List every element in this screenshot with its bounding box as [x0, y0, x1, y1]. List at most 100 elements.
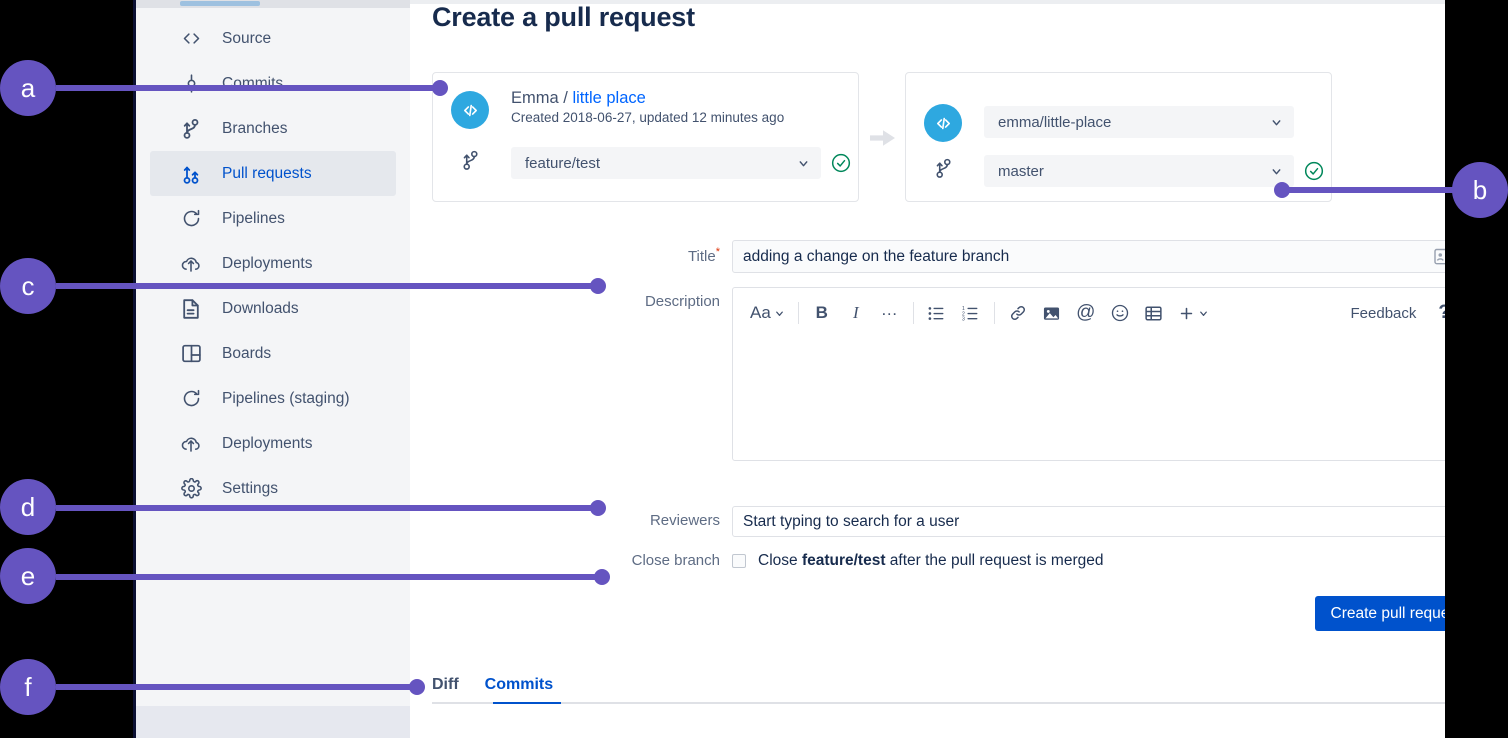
bold-button[interactable]: B: [809, 299, 835, 327]
annotation-letter-a: a: [20, 72, 36, 103]
annotation-knob-e: [594, 569, 610, 585]
source-separator: /: [563, 89, 568, 107]
sidebar-item-branches[interactable]: Branches: [150, 106, 396, 151]
italic-label: I: [852, 303, 859, 322]
insert-more-button[interactable]: [1175, 299, 1212, 327]
downloads-icon: [180, 298, 202, 320]
bulleted-list-icon[interactable]: [924, 299, 950, 327]
annotation-knob-f: [409, 679, 425, 695]
sidebar-bottom-fill: [136, 706, 410, 738]
close-branch-checkbox[interactable]: [732, 554, 746, 568]
destination-branch-glyph-icon: [931, 155, 955, 181]
image-icon[interactable]: [1039, 299, 1065, 327]
emoji-icon[interactable]: [1107, 299, 1133, 327]
destination-repo-select[interactable]: emma/little-place: [984, 106, 1294, 138]
annotation-line-d: [56, 505, 602, 511]
branch-selection-area: Emma / little place Created 2018-06-27, …: [432, 72, 1357, 202]
svg-text:3: 3: [962, 316, 965, 321]
source-repo-avatar-icon: [451, 91, 489, 129]
pipelines-icon: [180, 388, 202, 410]
bottom-tabs: Diff Commits: [432, 670, 1445, 704]
main-content: Create a pull request Emma / little plac…: [410, 0, 1445, 738]
mention-icon[interactable]: @: [1076, 302, 1096, 323]
sidebar-item-downloads[interactable]: Downloads: [150, 286, 396, 331]
annotation-knob-b: [1274, 182, 1290, 198]
pipelines-icon: [180, 208, 202, 230]
reviewers-input[interactable]: [732, 506, 1445, 537]
title-input[interactable]: [732, 240, 1445, 273]
annotation-letter-b: b: [1472, 174, 1488, 205]
annotation-marker-a: a: [0, 60, 56, 116]
sidebar-item-settings[interactable]: Settings: [150, 466, 396, 511]
svg-text:1: 1: [962, 306, 965, 312]
code-icon: [180, 28, 202, 50]
annotation-marker-e: e: [0, 548, 56, 604]
italic-button[interactable]: I: [843, 299, 869, 327]
source-branch-select[interactable]: feature/test: [511, 147, 821, 179]
sidebar-item-commits[interactable]: Commits: [150, 61, 396, 106]
close-branch-label: Close branch: [631, 552, 720, 569]
annotation-marker-d: d: [0, 479, 56, 535]
source-repo-link[interactable]: little place: [572, 89, 646, 107]
annotation-knob-c: [590, 278, 606, 294]
sidebar-item-label: Source: [222, 29, 272, 47]
sidebar-item-label: Pull requests: [222, 164, 312, 182]
commits-icon: [180, 73, 202, 95]
feedback-button[interactable]: Feedback: [1350, 304, 1417, 322]
close-branch-branch-name: feature/test: [801, 552, 886, 569]
chevron-down-icon: [1270, 165, 1283, 178]
source-owner: Emma: [511, 89, 559, 107]
sidebar-item-label: Downloads: [222, 299, 299, 317]
sidebar-item-label: Pipelines (staging): [222, 389, 350, 407]
destination-repo-value: emma/little-place: [998, 113, 1112, 131]
svg-text:2: 2: [962, 311, 965, 317]
tab-commits[interactable]: Commits: [484, 676, 554, 693]
sidebar-item-pipelines[interactable]: Pipelines: [150, 196, 396, 241]
annotation-marker-c: c: [0, 258, 56, 314]
sidebar-item-deployments[interactable]: Deployments: [150, 241, 396, 286]
sidebar-item-deployments[interactable]: Deployments: [150, 421, 396, 466]
annotation-marker-b: b: [1452, 162, 1508, 218]
chevron-down-icon: [797, 157, 810, 170]
annotation-marker-f: f: [0, 659, 56, 715]
help-icon[interactable]: ?: [1438, 302, 1445, 324]
deployments-icon: [180, 253, 202, 275]
window-left-border: [133, 0, 136, 738]
description-label: Description: [644, 293, 720, 310]
reviewers-label: Reviewers: [649, 512, 720, 529]
close-branch-row: Close feature/test after the pull reques…: [732, 550, 1103, 572]
more-formatting-button[interactable]: …: [877, 299, 903, 327]
description-editor[interactable]: Aa B I …: [732, 287, 1445, 461]
title-template-icon[interactable]: [1432, 246, 1445, 266]
create-pull-request-button[interactable]: Create pull request: [1315, 596, 1445, 631]
sidebar-item-source[interactable]: Source: [150, 16, 396, 61]
source-branch-value: feature/test: [525, 154, 601, 172]
annotation-knob-a: [432, 80, 448, 96]
destination-repo-avatar-icon: [924, 104, 962, 142]
tab-diff[interactable]: Diff: [432, 676, 459, 693]
chevron-down-icon: [1270, 116, 1283, 129]
sidebar-item-boards[interactable]: Boards: [150, 331, 396, 376]
toolbar-divider: [993, 302, 995, 324]
sidebar-item-pipelines-staging[interactable]: Pipelines (staging): [150, 376, 396, 421]
toolbar-divider: [912, 302, 914, 324]
link-icon[interactable]: [1005, 299, 1031, 327]
tabs-active-indicator: [493, 702, 561, 704]
sidebar-item-pull-requests[interactable]: Pull requests: [150, 151, 396, 196]
table-icon[interactable]: [1141, 299, 1167, 327]
close-branch-text: Close feature/test after the pull reques…: [758, 552, 1103, 570]
destination-branch-select[interactable]: master: [984, 155, 1294, 187]
sidebar-top-accent: [180, 1, 260, 6]
title-required-mark: *: [715, 246, 720, 258]
annotation-line-f: [56, 684, 422, 690]
source-repo-meta: Created 2018-06-27, updated 12 minutes a…: [511, 110, 785, 125]
annotation-line-c: [56, 283, 602, 289]
text-style-button[interactable]: Aa: [747, 299, 788, 327]
page-title: Create a pull request: [432, 2, 695, 32]
gear-icon: [180, 478, 202, 500]
